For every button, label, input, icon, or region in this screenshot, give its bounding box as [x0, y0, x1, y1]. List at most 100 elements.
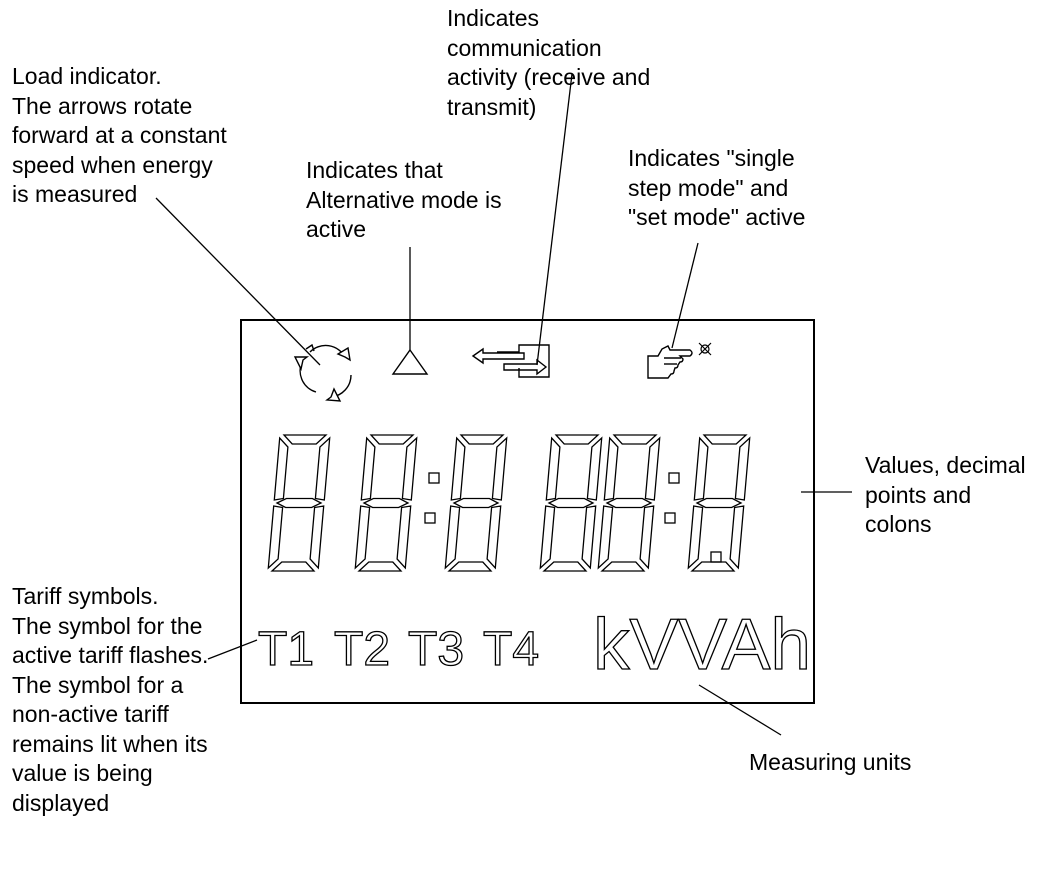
digit-segment [545, 436, 561, 501]
tariff-symbols: T1 T2 T3 T4 [257, 622, 539, 676]
tariff-symbol: T4 [483, 623, 539, 676]
single-step-annotation: Indicates "single step mode" and "set mo… [628, 144, 805, 233]
load-indicator-annotation: Load indicator. The arrows rotate forwar… [12, 62, 227, 210]
annotation-line: remains lit when its [12, 730, 208, 757]
digit-segment [603, 436, 619, 501]
separators [424, 472, 722, 563]
digit-segment [309, 505, 325, 570]
annotation-line: is measured [12, 181, 138, 207]
annotation-line: forward at a constant [12, 122, 227, 148]
annotation-line: Measuring units [749, 749, 912, 775]
digit-segment [644, 436, 661, 501]
annotation-line: The symbol for the [12, 612, 203, 639]
digit-segment [396, 505, 412, 570]
digit-segment [267, 505, 284, 570]
digit [539, 434, 603, 572]
annotation-line: communication [447, 34, 602, 61]
communication-annotation: Indicates communication activity (receiv… [447, 4, 650, 122]
units-annotation: Measuring units [749, 748, 911, 778]
digit-segment [273, 436, 289, 501]
digit-segment [447, 561, 493, 572]
digit-segment [612, 434, 658, 445]
values-annotation: Values, decimal points and colons [865, 451, 1026, 540]
annotation-line: Load indicator. [12, 63, 162, 89]
digit-segment [314, 436, 331, 501]
digit-segment [362, 497, 410, 509]
leader-line-communication [536, 73, 573, 366]
digit-segment [693, 436, 709, 501]
digit-segment [687, 505, 704, 570]
unit-symbols: kVVAh [593, 605, 811, 685]
annotation-line: "set mode" active [628, 204, 806, 230]
digit-segment [539, 505, 556, 570]
digit [597, 434, 661, 572]
digit-segment [605, 497, 653, 509]
lcd-frame [240, 319, 815, 704]
digit-segment [695, 497, 743, 509]
digit-segment [554, 434, 600, 445]
alternative-mode-annotation: Indicates that Alternative mode is activ… [306, 156, 502, 245]
colon [664, 512, 676, 524]
colon [668, 472, 680, 484]
digit-segment [270, 561, 316, 572]
digit [687, 434, 751, 572]
digit-segment [450, 436, 466, 501]
tariff-annotation: Tariff symbols. The symbol for the activ… [12, 582, 208, 818]
digit-segment [581, 505, 597, 570]
annotation-line: Indicates that [306, 157, 443, 183]
tariff-symbol: T3 [408, 623, 464, 676]
digit-segment [357, 561, 403, 572]
digit-segment [444, 505, 461, 570]
annotation-line: active tariff flashes. [12, 642, 209, 668]
annotation-line: The arrows rotate [12, 92, 193, 119]
decimal-point [710, 551, 722, 563]
pointing-hand-icon [647, 345, 693, 379]
annotation-line: Indicates [447, 5, 540, 31]
digit-segment [586, 436, 603, 501]
digit-segment [486, 505, 502, 570]
tariff-symbol: T2 [334, 623, 390, 676]
digit-segment [639, 505, 655, 570]
digit-segment [690, 561, 736, 572]
digit-segment [360, 436, 376, 501]
digit-segment [491, 436, 508, 501]
digit [444, 434, 508, 572]
leader-line-load [155, 197, 321, 366]
annotation-line: colons [865, 511, 932, 537]
colon [424, 512, 436, 524]
light-burst-icon [698, 342, 712, 356]
annotation-line: speed when energy [12, 151, 213, 178]
leader-lines [155, 73, 852, 736]
digit-segment [702, 434, 748, 445]
digit-segment [729, 505, 745, 570]
annotation-line: active [306, 216, 367, 242]
digit-segment [282, 434, 328, 445]
digit-segment [369, 434, 415, 445]
annotation-line: displayed [12, 789, 110, 816]
digit [354, 434, 418, 572]
annotation-line: value is being [12, 760, 153, 786]
digit-segment [452, 497, 500, 509]
digit-segment [597, 505, 614, 570]
rotating-arrows-icon [293, 343, 352, 402]
digit-segment [459, 434, 505, 445]
annotation-line: Alternative mode is [306, 186, 502, 213]
annotation-line: transmit) [447, 93, 537, 120]
leader-line-tariff [207, 639, 258, 660]
digit-segment [734, 436, 751, 501]
leader-line-step-mode [671, 242, 699, 349]
annotation-line: Tariff symbols. [12, 583, 159, 609]
annotation-line: Indicates "single [628, 145, 795, 171]
triangle-icon [391, 348, 429, 375]
digit-segment [600, 561, 646, 572]
colon [428, 472, 440, 484]
annotation-line: step mode" and [628, 174, 789, 201]
digit-segment [542, 561, 588, 572]
digit-segment [354, 505, 371, 570]
leader-line-units [698, 684, 782, 736]
tariff-symbol: T1 [258, 623, 314, 676]
annotation-line: Values, decimal [865, 452, 1026, 478]
digit-segment [401, 436, 418, 501]
digit-display [267, 434, 751, 572]
